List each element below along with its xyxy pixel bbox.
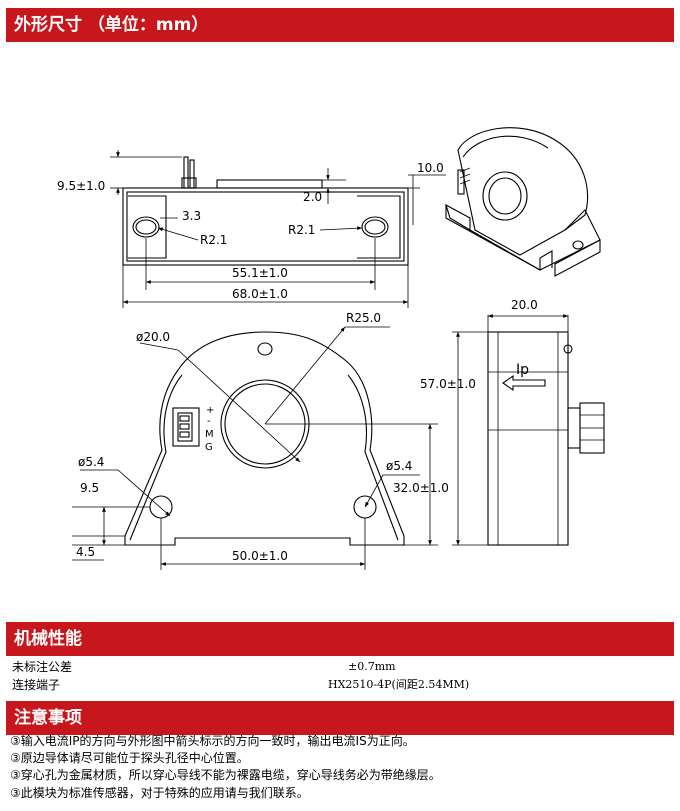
dim-55-1: 55.1±1.0 [232,266,288,280]
side-view: Ip 20.0 57.0±1.0 [420,298,605,546]
current-label: Ip [516,362,529,378]
isometric-view [445,127,601,277]
note-item: ③原边导体请尽可能位于探头孔径中心位置。 [10,751,249,765]
dim-2-0: 2.0 [303,190,322,204]
dim-3-3: 3.3 [182,209,201,223]
dimension-drawing: 9.5±1.0 3.3 R2.1 R2.1 2.0 10.0 55.1±1.0 … [57,127,605,570]
mechanical-row-label: 连接端子 [12,678,61,692]
pin-minus-label: - [207,416,211,427]
dim-57-0: 57.0±1.0 [420,377,476,391]
dimensions-section-header: 外形尺寸 （单位：mm） [6,8,674,42]
notes-section-header: 注意事项 [6,701,674,735]
pin-plus-label: + [206,405,214,416]
dim-9-5: 9.5 [80,481,99,495]
top-view: 9.5±1.0 3.3 R2.1 R2.1 2.0 10.0 55.1±1.0 … [57,150,446,308]
mechanical-row-value: ±0.7mm [348,660,396,673]
mechanical-row-label: 未标注公差 [12,660,73,674]
dim-20-0: 20.0 [511,298,538,312]
dim-r2-1-right: R2.1 [288,223,315,237]
dim-dia5-4-left: ø5.4 [78,455,104,469]
dim-50-0: 50.0±1.0 [232,549,288,563]
pin-g-label: G [205,442,213,453]
dim-68-0: 68.0±1.0 [232,287,288,301]
note-item: ③穿心孔为金属材质，所以穿心导线不能为裸露电缆，穿心导线务必为带绝缘层。 [10,768,441,782]
mechanical-section-header: 机械性能 [6,622,674,656]
note-item: ③输入电流IP的方向与外形图中箭头标示的方向一致时，输出电流IS为正向。 [10,734,415,748]
dim-10-0: 10.0 [417,161,444,175]
dim-dia20: ø20.0 [136,330,170,344]
dim-4-5: 4.5 [76,545,95,559]
dim-r2-1-left: R2.1 [200,233,227,247]
front-view: + - M G ø20.0 R25.0 ø5.4 ø5.4 9.5 4.5 50… [72,311,449,570]
dim-r25: R25.0 [346,311,381,325]
dim-32-0: 32.0±1.0 [393,481,449,495]
dim-dia5-4-right: ø5.4 [386,459,412,473]
note-item: ③此模块为标准传感器，对于特殊的应用请与我们联系。 [10,786,309,800]
mechanical-row-value: HX2510-4P(间距2.54MM) [328,678,470,691]
pin-m-label: M [205,429,214,440]
dim-9-5-top: 9.5±1.0 [57,179,105,193]
